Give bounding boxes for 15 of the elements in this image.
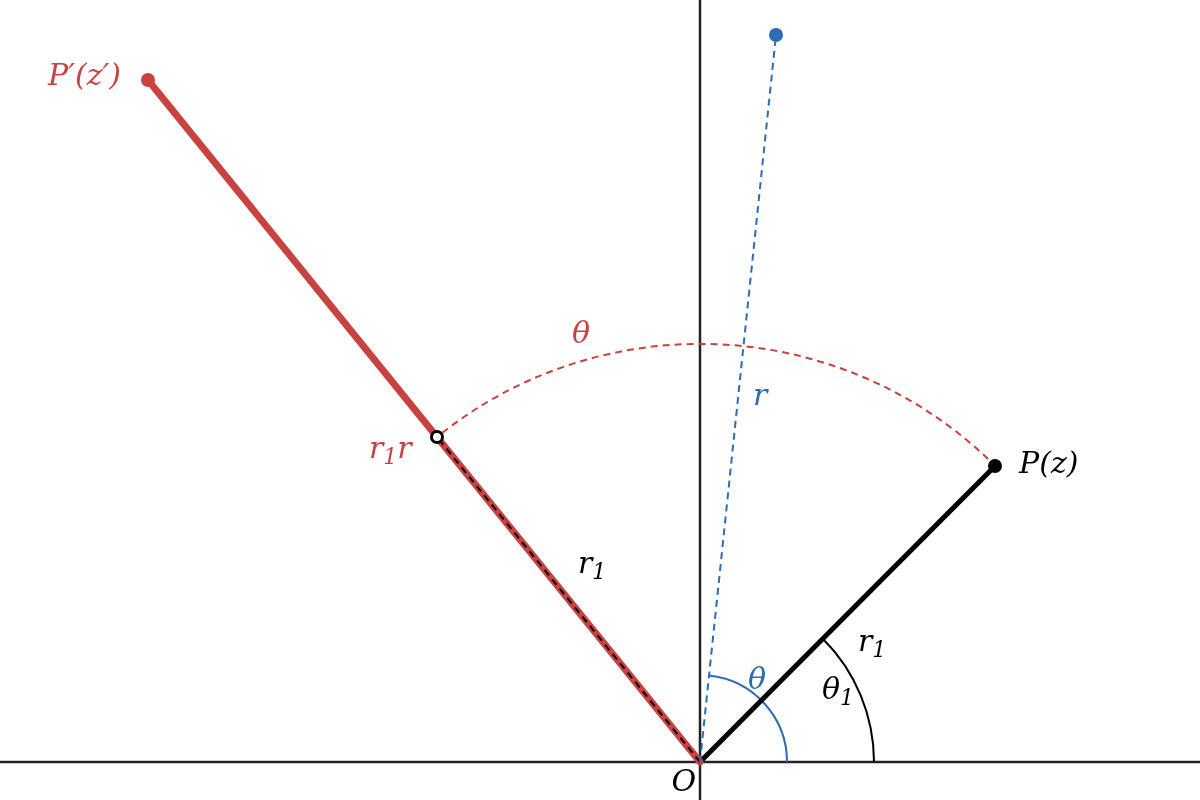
point-label: P′(z′) [48,60,122,90]
point-label: P(z) [1019,448,1079,478]
dashed-line [440,441,701,763]
point-marker [769,28,783,42]
point-label: O [671,766,696,796]
angle-label: θ$_{1}$ [822,674,855,704]
line-segment [148,81,704,766]
edge-label: r$_{1}$ [578,548,607,578]
dashed-line [699,40,777,763]
edge-label: θ [572,318,591,348]
point-label: r$_{1}$r [369,433,412,463]
angle-label: θ [748,664,767,694]
arc-line [441,343,992,462]
edge-label: r$_{1}$ [858,626,887,656]
edge-label: r [753,380,768,410]
